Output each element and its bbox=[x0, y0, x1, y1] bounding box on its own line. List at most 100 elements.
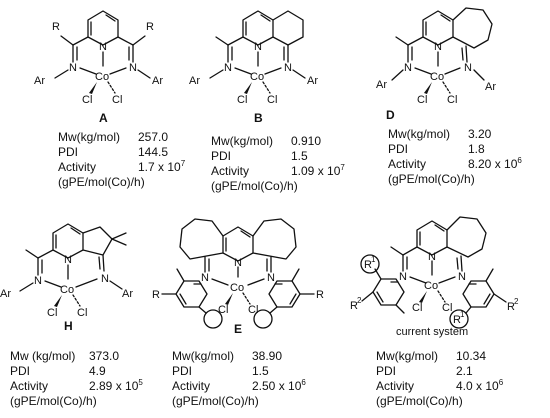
atom-n-left: N bbox=[224, 62, 232, 74]
pdi-row: PDI 1.5 bbox=[211, 149, 345, 164]
pdi-label: PDI bbox=[58, 145, 79, 159]
pdi-value: 4.9 bbox=[89, 364, 106, 378]
atom-co: Co bbox=[430, 71, 444, 83]
activity-label: Activity bbox=[211, 164, 250, 178]
mw-label: Mw(kg/mol) bbox=[58, 130, 120, 144]
atom-cl-right: Cl bbox=[112, 94, 122, 106]
properties-a: Mw(kg/mol) 257.0 PDI 144.5 Activity 1.7 x 1… bbox=[58, 130, 185, 190]
pdi-value: 1.5 bbox=[291, 149, 308, 163]
compound-label-b: B bbox=[254, 111, 263, 125]
atom-r2-left: R bbox=[350, 300, 358, 312]
pdi-row: PDI 1.8 bbox=[388, 142, 522, 157]
compound-label-d: D bbox=[386, 108, 395, 122]
atom-r-right: R bbox=[316, 289, 324, 301]
atom-ar-right: Ar bbox=[485, 81, 496, 93]
activity-unit: (gPE/mol(Co)/h) bbox=[58, 175, 145, 189]
structure-b: N N N Co Ar Ar Cl Cl B bbox=[189, 10, 318, 125]
atom-n-right: N bbox=[458, 271, 466, 283]
compound-label-current-system: current system bbox=[396, 326, 468, 338]
activity-value: 2.50 x 106 bbox=[252, 378, 306, 394]
atom-n-pyridine: N bbox=[254, 41, 262, 53]
pdi-value: 1.8 bbox=[468, 142, 485, 156]
atom-n-pyridine: N bbox=[434, 41, 442, 53]
pdi-value: 144.5 bbox=[138, 145, 169, 159]
atom-r2-right: R bbox=[507, 301, 515, 313]
activity-row: Activity 4.0 x 106 bbox=[376, 379, 503, 394]
activity-label: Activity bbox=[388, 157, 427, 171]
mw-value: 38.90 bbox=[252, 349, 283, 363]
activity-label: Activity bbox=[58, 160, 97, 174]
atom-n-right: N bbox=[267, 272, 275, 284]
panel-e: N N N Co Cl Cl R R E Mw(kg/mol)38.90 PDI… bbox=[150, 209, 350, 418]
atom-r1-right: R bbox=[453, 314, 461, 326]
activity-label: Activity bbox=[376, 379, 415, 393]
atom-cl-right: Cl bbox=[447, 94, 457, 106]
atom-co: Co bbox=[60, 284, 74, 296]
pdi-label: PDI bbox=[211, 149, 232, 163]
atom-n-right: N bbox=[284, 62, 292, 74]
atom-cl-right: Cl bbox=[442, 302, 452, 314]
atom-cl-right: Cl bbox=[248, 304, 258, 316]
pdi-value: 1.5 bbox=[252, 364, 269, 378]
structure-a: N N N Co R R Ar Ar Cl Cl A bbox=[34, 10, 163, 125]
atom-r-left: R bbox=[152, 289, 160, 301]
mw-row: Mw(kg/mol)3.20 bbox=[388, 127, 522, 142]
mw-row: Mw(kg/mol)10.34 bbox=[376, 349, 503, 364]
atom-co: Co bbox=[424, 280, 438, 292]
activity-unit: (gPE/mol(Co)/h) bbox=[376, 394, 463, 408]
activity-label: Activity bbox=[10, 379, 49, 393]
mw-row: Mw(kg/mol) 38.90 bbox=[172, 349, 306, 364]
activity-row: Activity 2.89 x 105 bbox=[10, 379, 143, 394]
atom-n-pyridine: N bbox=[234, 257, 242, 269]
activity-label: Activity bbox=[172, 379, 211, 393]
atom-cl-left: Cl bbox=[417, 94, 427, 106]
mw-label: Mw(kg/mol) bbox=[376, 349, 438, 363]
pdi-label: PDI bbox=[388, 142, 409, 156]
atom-n-pyridine: N bbox=[99, 41, 107, 53]
atom-n-left: N bbox=[34, 275, 42, 287]
atom-cl-left: Cl bbox=[47, 307, 57, 319]
atom-cl-left: Cl bbox=[218, 304, 228, 316]
panel-h: N N N Co Ar Ar Cl Cl H Mw (kg/mol)373.0 … bbox=[0, 209, 167, 418]
activity-value: 4.0 x 106 bbox=[456, 378, 504, 394]
atom-r-left: R bbox=[52, 21, 60, 33]
mw-value: 373.0 bbox=[89, 349, 120, 363]
atom-n-pyridine: N bbox=[428, 251, 436, 263]
atom-n-right: N bbox=[101, 273, 109, 285]
mw-value: 0.910 bbox=[291, 134, 322, 148]
atom-n-right: N bbox=[129, 62, 137, 74]
activity-row: Activity 1.09 x 107 bbox=[211, 164, 345, 179]
atom-co: Co bbox=[95, 71, 109, 83]
structure-d: N N N Co Ar Ar Cl Cl D bbox=[376, 7, 496, 122]
activity-value: 1.7 x 107 bbox=[138, 159, 186, 175]
activity-value: 2.89 x 105 bbox=[89, 378, 143, 394]
atom-r1-left-sup: 1 bbox=[371, 255, 376, 264]
panel-b: N N N Co Ar Ar Cl Cl B Mw(kg/mol)0.910 P… bbox=[183, 0, 366, 209]
atom-ar-left: Ar bbox=[34, 75, 45, 87]
mw-value: 257.0 bbox=[138, 130, 169, 144]
activity-unit: (gPE/mol(Co)/h) bbox=[211, 179, 298, 193]
atom-ar-right: Ar bbox=[152, 75, 163, 87]
atom-r2-right-sup: 2 bbox=[514, 297, 519, 306]
pdi-value: 2.1 bbox=[456, 364, 473, 378]
atom-cl-right: Cl bbox=[267, 94, 277, 106]
atom-n-left: N bbox=[201, 272, 209, 284]
atom-co: Co bbox=[230, 282, 244, 294]
atom-n-left: N bbox=[404, 62, 412, 74]
pdi-row: PDI 144.5 bbox=[58, 145, 185, 160]
atom-cl-left: Cl bbox=[82, 94, 92, 106]
mw-row: Mw(kg/mol) 257.0 bbox=[58, 130, 185, 145]
activity-value: 1.09 x 107 bbox=[291, 163, 345, 179]
atom-r-right: R bbox=[146, 21, 154, 33]
mw-label: Mw (kg/mol) bbox=[10, 349, 76, 363]
activity-row: Activity 2.50 x 106 bbox=[172, 379, 306, 394]
mw-label: Mw(kg/mol) bbox=[172, 349, 234, 363]
atom-cl-left: Cl bbox=[412, 302, 422, 314]
structure-e: N N N Co Cl Cl R R E bbox=[152, 218, 324, 336]
